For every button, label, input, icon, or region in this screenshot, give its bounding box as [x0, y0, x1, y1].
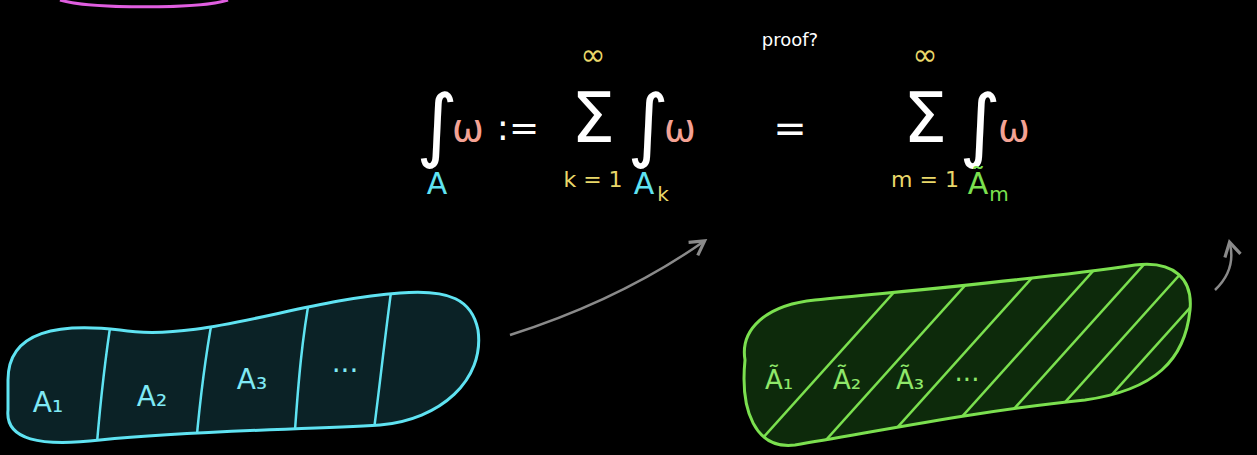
formula-symbol: Σ — [903, 83, 947, 153]
region-label: ... — [332, 349, 359, 377]
formula-symbol: A — [634, 169, 655, 199]
blob-border — [8, 292, 479, 442]
partial-outline — [60, 0, 228, 7]
formula-symbol: ω — [664, 109, 696, 147]
pointer-arrow — [510, 242, 703, 335]
region-label: ... — [955, 359, 980, 385]
partition-line — [96, 315, 112, 455]
formula-symbol: ω — [998, 109, 1030, 147]
formula-symbol: k — [657, 184, 669, 204]
formula-symbol: Ã — [968, 169, 989, 199]
region-label: A₃ — [237, 366, 267, 394]
formula-symbol: m — [989, 184, 1008, 204]
formula-symbol: ∞ — [913, 40, 938, 70]
formula-symbol: ∫ — [959, 85, 1001, 165]
partition-line — [1053, 250, 1242, 455]
formula-symbol: = — [773, 108, 807, 148]
blob-border — [744, 264, 1190, 445]
partition-line — [868, 250, 1057, 455]
formula-symbol: proof? — [762, 31, 818, 49]
partition-line — [372, 285, 392, 445]
formula-symbol: ∫ — [627, 85, 669, 165]
region-label: Ã₂ — [833, 367, 861, 393]
region-blob: Ã₁ Ã₂ Ã₃... — [735, 260, 1195, 455]
formula-symbol: ∫ — [416, 85, 458, 165]
formula-symbol: ∞ — [581, 40, 606, 70]
formula-symbol: m = 1 — [891, 169, 959, 191]
formula-symbol: k = 1 — [563, 169, 622, 191]
formula-symbol: := — [497, 110, 539, 146]
partition-line — [808, 250, 997, 455]
blob-fill — [744, 264, 1190, 445]
formula-symbol: A — [427, 169, 448, 199]
blob-fill — [8, 292, 479, 442]
region-label: A₁ — [33, 389, 63, 417]
region-label: Ã₃ — [896, 367, 924, 393]
region-label: Ã₁ — [765, 367, 793, 393]
region-blob: A₁ A₂ A₃... — [0, 285, 485, 455]
blob-outline — [735, 260, 1195, 455]
formula-symbol: ω — [452, 109, 484, 147]
pointer-arrow — [1215, 244, 1231, 290]
region-label: A₂ — [137, 383, 167, 411]
formula-symbol: Σ — [571, 83, 615, 153]
partition-line — [1013, 250, 1202, 455]
